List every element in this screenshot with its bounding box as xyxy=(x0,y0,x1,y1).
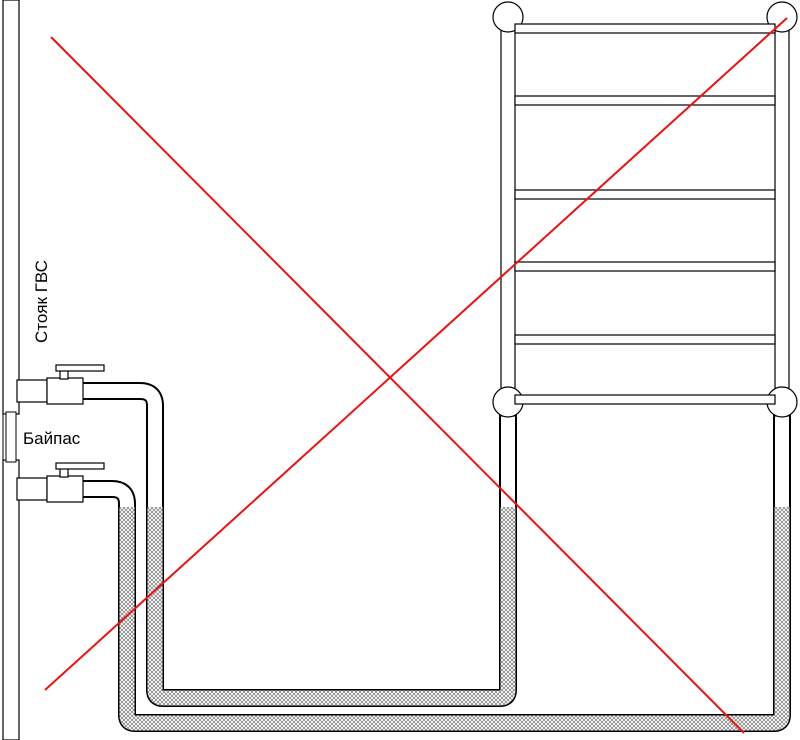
riser-label: Стояк ГВС xyxy=(32,260,51,343)
cross-out-mark xyxy=(44,17,788,734)
ball-valve-icon xyxy=(16,462,105,503)
towel-rail xyxy=(492,1,798,418)
bypass-label: Байпас xyxy=(23,429,81,448)
branch-pipes xyxy=(19,382,791,513)
insulated-pipes xyxy=(118,505,791,732)
riser-pipe xyxy=(2,0,20,740)
ball-valve-icon xyxy=(16,364,105,405)
bypass-pipe xyxy=(5,411,17,463)
